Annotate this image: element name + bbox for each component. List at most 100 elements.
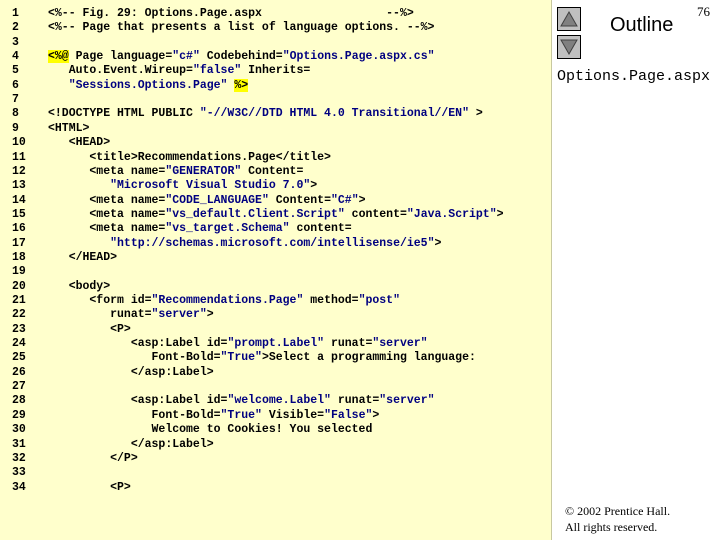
code-text: <meta name="vs_default.Client.Script" co… [48, 207, 503, 222]
line-number: 18 [12, 250, 26, 264]
string-literal: "C#" [330, 193, 359, 207]
line-number: 10 [12, 136, 26, 150]
line-number: 26 [12, 365, 26, 379]
copyright-line: All rights reserved. [565, 520, 658, 534]
line-number: 15 [12, 207, 26, 221]
string-literal: "True" [220, 351, 262, 365]
line-number: 29 [12, 408, 26, 422]
line-number: 1 [12, 7, 19, 20]
code-line: 18 </HEAD> [0, 251, 552, 265]
code-text: <%-- Page that presents a list of langua… [48, 21, 434, 35]
line-number: 7 [12, 93, 19, 107]
previous-slide-button[interactable] [557, 7, 581, 31]
string-literal: "server" [372, 337, 428, 351]
code-text: <meta name="GENERATOR" Content= [48, 165, 303, 179]
code-token: <HTML> [48, 121, 90, 135]
line-number: 34 [12, 480, 26, 494]
next-slide-button[interactable] [557, 35, 581, 59]
string-literal: "CODE_LANGUAGE" [165, 193, 269, 207]
code-text: "Microsoft Visual Studio 7.0"> [48, 179, 317, 193]
code-token: <meta name= [48, 193, 166, 207]
code-text: runat="server"> [48, 308, 214, 322]
code-token: > [358, 193, 366, 207]
code-line: 7 [0, 93, 552, 107]
line-number: 32 [12, 451, 26, 465]
code-token: </asp:Label> [48, 365, 214, 379]
code-line: 22 runat="server"> [0, 308, 552, 322]
code-text: <HEAD> [48, 136, 110, 150]
code-token [48, 237, 110, 250]
code-text: <!DOCTYPE HTML PUBLIC "-//W3C//DTD HTML … [48, 107, 483, 121]
string-literal: "Recommendations.Page" [151, 294, 304, 307]
code-token: </HEAD> [48, 250, 118, 264]
code-line: 16 <meta name="vs_target.Schema" content… [0, 222, 552, 236]
code-token: </asp:Label> [48, 437, 214, 451]
code-token: > [434, 236, 442, 250]
code-token: runat= [330, 394, 380, 408]
code-token: Visible= [261, 408, 325, 422]
code-text: Font-Bold="True" Visible="False"> [48, 408, 380, 423]
line-number: 12 [12, 164, 26, 178]
code-line: 31 </asp:Label> [0, 438, 552, 452]
line-number: 5 [12, 64, 19, 78]
code-token: Content= [268, 193, 331, 207]
page-number: 76 [697, 4, 710, 19]
code-text: <title>Recommendations.Page</title> [48, 151, 331, 165]
code-token: <body> [48, 279, 111, 293]
code-token [48, 179, 110, 192]
line-number: 8 [12, 107, 19, 121]
line-number: 6 [12, 78, 19, 92]
code-token: Inherits= [241, 64, 311, 78]
line-number: 33 [12, 466, 26, 480]
code-token: <P> [48, 322, 131, 336]
code-text: </asp:Label> [48, 438, 214, 452]
code-line: 33 [0, 466, 552, 480]
code-token: <meta name= [48, 207, 166, 221]
line-number: 2 [12, 21, 19, 35]
code-line: 30 Welcome to Cookies! You selected [0, 423, 552, 437]
code-token: <form id= [48, 294, 152, 307]
string-literal: "True" [220, 408, 262, 422]
code-line: 27 [0, 380, 552, 394]
code-text: <%-- Fig. 29: Options.Page.aspx --%> [48, 7, 414, 21]
code-line: 29 Font-Bold="True" Visible="False"> [0, 409, 552, 423]
line-number: 13 [12, 179, 26, 193]
code-line: 34 <P> [0, 481, 552, 495]
code-text: Welcome to Cookies! You selected [48, 423, 373, 437]
code-listing-panel: 1 <%-- Fig. 29: Options.Page.aspx --%> 2 <%… [0, 0, 552, 540]
code-token [48, 79, 69, 92]
code-line: 3 [0, 36, 552, 50]
code-text: <P> [48, 323, 131, 337]
code-line: 21 <form id="Recommendations.Page" metho… [0, 294, 552, 308]
line-number: 19 [12, 265, 26, 279]
code-token: Auto.Event.Wireup= [48, 64, 193, 78]
code-text: <meta name="CODE_LANGUAGE" Content="C#"> [48, 193, 366, 208]
code-token: Page language= [68, 50, 173, 64]
code-text: <asp:Label id="prompt.Label" runat="serv… [48, 337, 428, 351]
code-token: Content= [241, 164, 304, 178]
code-line: 10 <HEAD> [0, 136, 552, 150]
code-token: <P> [48, 480, 131, 494]
line-number: 24 [12, 337, 26, 351]
line-number: 27 [12, 380, 26, 394]
code-token: > [372, 408, 380, 422]
string-literal: "Sessions.Options.Page" [68, 78, 228, 92]
code-line: 25 Font-Bold="True">Select a programming… [0, 351, 552, 365]
code-line: 20 <body> [0, 280, 552, 294]
code-text: </asp:Label> [48, 366, 214, 380]
code-token: <meta name= [48, 222, 166, 236]
line-number: 31 [12, 437, 26, 451]
string-literal: "false" [192, 64, 242, 78]
code-token: <!DOCTYPE HTML PUBLIC [48, 107, 200, 121]
code-text: Font-Bold="True">Select a programming la… [48, 351, 476, 365]
code-token: Codebehind= [199, 50, 283, 64]
code-line: 23 <P> [0, 323, 552, 337]
code-token: content= [344, 207, 407, 221]
code-line: 17 "http://schemas.microsoft.com/intelli… [0, 237, 552, 251]
line-number: 14 [12, 193, 26, 207]
code-token: <%-- Page that presents a list of langua… [48, 21, 435, 35]
code-text: </HEAD> [48, 251, 117, 265]
string-literal: "vs_target.Schema" [165, 222, 290, 236]
line-number: 23 [12, 322, 26, 336]
directive-delimiter: <%@ [48, 50, 69, 64]
